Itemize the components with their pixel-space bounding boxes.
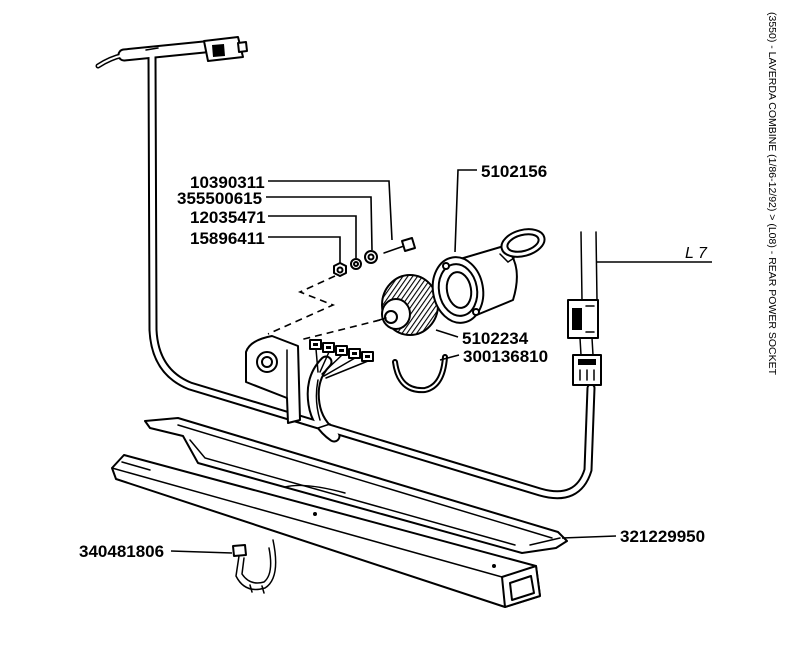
callout-8: 340481806 (79, 542, 233, 561)
top-connector-latch (212, 44, 225, 57)
plate-top-edge (177, 424, 553, 539)
upper-connector-detail (585, 305, 595, 333)
part-number-label: 300136810 (463, 347, 548, 366)
assembly-line (267, 275, 336, 335)
lower-connector-cap (578, 359, 596, 365)
callout-5: 5102234 (435, 329, 529, 348)
callout-2: 12035471 (190, 208, 357, 258)
cable-clip-band (235, 539, 277, 591)
terminal-tip (313, 343, 318, 346)
wire-upper-a (580, 231, 583, 301)
leader-line (435, 329, 459, 338)
callout-4: 5102156 (454, 162, 547, 253)
housing-mount-hole (472, 308, 480, 316)
wire-label: L 7 (685, 245, 708, 262)
leader-line (268, 236, 341, 263)
housing-lid-inner (506, 233, 540, 253)
terminal-wire (319, 351, 330, 373)
terminal-tip (352, 352, 357, 355)
leader-line (454, 169, 477, 253)
plate-end-detail (529, 537, 561, 546)
part-number-label: 12035471 (190, 208, 266, 227)
housing-opening (445, 271, 473, 309)
insert-hub-inner (384, 310, 398, 324)
clip-arc (392, 354, 448, 394)
right-connector-assembly (567, 231, 602, 386)
part-number-label: 10390311 (190, 173, 265, 192)
cable-clip-tab (232, 544, 247, 557)
callout-6: 300136810 (439, 347, 548, 366)
tube-rivet (313, 512, 317, 516)
callout-3: 15896411 (190, 229, 341, 263)
tube-edge-top (111, 467, 503, 578)
part-number-label: 5102156 (481, 162, 547, 181)
fastener-set (333, 237, 416, 277)
plate-bump (284, 484, 346, 494)
tube-end-hole (509, 575, 535, 601)
wire-mid-a (579, 337, 582, 356)
tube-rivet (492, 564, 496, 568)
leader-line (170, 550, 233, 554)
retaining-clip (392, 354, 448, 394)
cable-clip-band-inner (241, 547, 272, 584)
callout-0: 10390311 (190, 173, 393, 241)
leader-line (268, 215, 357, 258)
cable-sleeve-inner (119, 42, 209, 60)
cable-band (145, 47, 331, 429)
terminal-tip (339, 349, 344, 352)
part-number-label: 15896411 (190, 229, 265, 248)
part-number-label: 321229950 (620, 527, 705, 546)
leader-line (439, 354, 460, 361)
tube-track-line (121, 461, 151, 471)
housing-mount-hole (442, 262, 450, 270)
callout-7: 321229950 (561, 527, 705, 546)
upper-connector-latch (572, 308, 582, 330)
terminal-wire (315, 348, 319, 373)
part-number-label: 5102234 (462, 329, 529, 348)
diagram-caption: (3550) - LAVERDA COMBINE (1/86-12/92) > … (766, 12, 778, 376)
lower-connector-pins (579, 369, 595, 381)
harness-terminals (309, 339, 374, 379)
socket-housing (431, 228, 546, 324)
cover-plate (144, 417, 568, 554)
washer-large-hole (367, 253, 375, 261)
cable-clip-notch (249, 584, 265, 594)
mounting-bracket (245, 335, 301, 424)
nut-hole (336, 266, 344, 274)
clip-arc-inner (394, 356, 446, 392)
socket-insert (375, 274, 439, 336)
bolt-shaft (383, 245, 405, 254)
top-connector-tab (237, 41, 248, 53)
bracket-hole-inner (261, 356, 273, 368)
leader-line (561, 535, 617, 539)
plate-outline (144, 417, 568, 554)
plate-trough-line (189, 439, 516, 546)
terminal-tip (326, 346, 331, 349)
callout-1: 355500615 (177, 189, 373, 251)
terminal-wire (325, 360, 369, 379)
wire-callout: L 7 (597, 245, 712, 263)
leader-line (268, 180, 393, 241)
leader-line (266, 196, 373, 251)
wire-upper-b (595, 231, 598, 301)
terminal-wire (323, 357, 356, 377)
bolt-head (401, 237, 416, 252)
part-number-label: 340481806 (79, 542, 164, 561)
wire-mid-b (591, 337, 594, 356)
square-tube (111, 454, 541, 608)
assembly-line (299, 319, 381, 341)
insert-pin (375, 317, 387, 322)
cable-clip (232, 539, 277, 594)
washer-small-hole (353, 261, 359, 267)
cable-main-loop-inner (149, 53, 594, 498)
terminal-wire (321, 354, 343, 375)
top-connector (203, 36, 248, 62)
terminal-tip (365, 355, 370, 358)
lid-hinge (499, 253, 515, 263)
part-number-label: 355500615 (177, 189, 262, 208)
bundle-wire-line (315, 379, 321, 421)
